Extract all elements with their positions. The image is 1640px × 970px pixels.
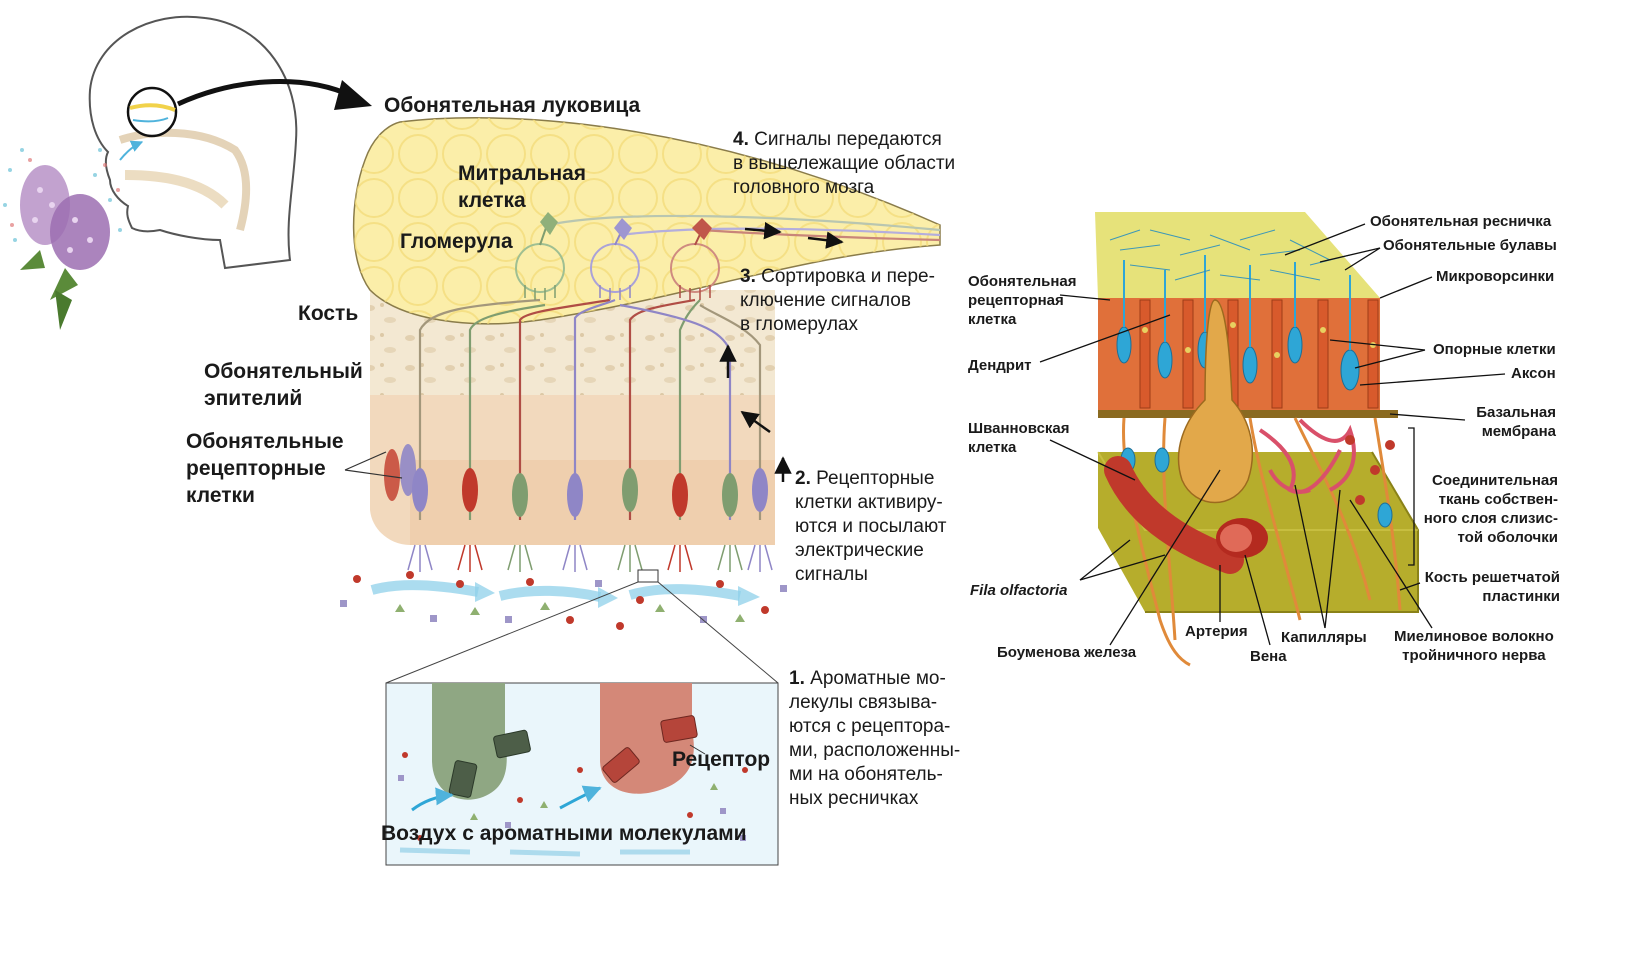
air-molecules-label: Воздух с ароматными молекулами xyxy=(381,822,747,845)
connective-line-4: той оболочки xyxy=(1457,529,1558,546)
step-1-line-4: ми, расположенны- xyxy=(789,740,961,761)
schwann-line-2: клетка xyxy=(968,439,1017,456)
myelin-line-2: тройничного нерва xyxy=(1402,647,1546,664)
step-2-number: 2. xyxy=(795,468,811,489)
axon-label: Аксон xyxy=(1511,365,1556,382)
epithelium-line-1: Обонятельный xyxy=(204,360,363,383)
basal-membrane-label: Базальная мембрана xyxy=(1470,403,1556,441)
step-1-line-6: ных ресничках xyxy=(789,788,919,809)
bowman-gland-label: Боуменова железа xyxy=(997,644,1137,661)
dendrite-label: Дендрит xyxy=(968,357,1032,374)
mitral-cell-line-2: клетка xyxy=(458,189,526,212)
step-4-line-3: головного мозга xyxy=(733,177,875,198)
connective-tissue-label: Соединительная ткань собствен- ного слоя… xyxy=(1410,471,1558,547)
microvilli-label: Микроворсинки xyxy=(1436,268,1555,285)
cribriform-line-2: пластинки xyxy=(1482,588,1560,605)
bulb-title: Обонятельная луковица xyxy=(384,94,641,117)
myelin-line-1: Миелиновое волокно xyxy=(1394,628,1554,645)
cribriform-label: Кость решетчатой пластинки xyxy=(1410,568,1560,606)
connective-line-3: ного слоя слизис- xyxy=(1423,510,1558,527)
receptor-cells-line-1: Обонятельные xyxy=(186,430,344,453)
artery-label: Артерия xyxy=(1185,623,1248,640)
step-3-number: 3. xyxy=(740,266,756,287)
vein-label: Вена xyxy=(1250,648,1287,665)
capillaries-label: Капилляры xyxy=(1281,629,1367,646)
step-2-line-4: электрические xyxy=(795,540,924,561)
step-2-line-2: клетки активиру- xyxy=(795,492,943,513)
step-3-line-3: в гломерулах xyxy=(740,314,858,335)
receptor-cell-line-3: клетка xyxy=(968,311,1017,328)
receptor-cell-label: Обонятельная рецепторная клетка xyxy=(968,272,1077,329)
step-2-line-1: Рецепторные xyxy=(816,468,935,489)
step-3-line-1: Сортировка и пере- xyxy=(761,266,935,287)
myelin-fiber-label: Миелиновое волокно тройничного нерва xyxy=(1394,627,1554,665)
receptor-inset xyxy=(385,569,779,866)
step-1-line-5: ми на обонятель- xyxy=(789,764,943,785)
step-4-text: 4. Сигналы передаются в вышележащие обла… xyxy=(733,128,955,200)
step-1-line-1: Ароматные мо- xyxy=(810,668,946,689)
mitral-cell-label: Митральная клетка xyxy=(458,160,586,214)
mitral-cell-line-1: Митральная xyxy=(458,162,587,185)
epithelium-block xyxy=(1095,212,1419,667)
glomerula-label: Гломерула xyxy=(400,230,513,253)
cilium-label: Обонятельная ресничка xyxy=(1370,213,1552,230)
step-2-text: 2. Рецепторные клетки активиру- ются и п… xyxy=(795,467,946,587)
step-2-line-5: сигналы xyxy=(795,564,868,585)
receptor-cells-line-3: клетки xyxy=(186,484,255,507)
schwann-label: Шванновская клетка xyxy=(968,419,1070,457)
schwann-line-1: Шванновская xyxy=(968,420,1070,437)
receptor-label: Рецептор xyxy=(672,748,771,771)
fila-olfactoria-label: Fila olfactoria xyxy=(970,582,1068,599)
connective-line-1: Соединительная xyxy=(1432,472,1558,489)
step-3-line-2: ключение сигналов xyxy=(740,290,911,311)
step-4-line-2: в вышележащие области xyxy=(733,153,956,174)
receptor-cell-line-1: Обонятельная xyxy=(968,273,1077,290)
step-1-text: 1. Ароматные мо- лекулы связыва- ются с … xyxy=(789,667,960,811)
pointer-arrow xyxy=(176,79,354,107)
step-1-line-3: ются с рецептора- xyxy=(789,716,951,737)
step-4-number: 4. xyxy=(733,129,749,150)
receptor-cell-line-2: рецепторная xyxy=(968,292,1064,309)
right-pointer-lines xyxy=(1039,223,1506,646)
olfactory-schematic xyxy=(340,117,941,630)
receptor-cells-label: Обонятельные рецепторные клетки xyxy=(186,428,344,509)
step-1-number: 1. xyxy=(789,668,805,689)
step-1-line-2: лекулы связыва- xyxy=(789,692,938,713)
connective-line-2: ткань собствен- xyxy=(1438,491,1558,508)
head-illustration xyxy=(88,15,298,270)
bone-label: Кость xyxy=(298,302,359,325)
air-flow xyxy=(340,571,787,630)
clubs-label: Обонятельные булавы xyxy=(1383,237,1557,254)
basal-line-1: Базальная xyxy=(1476,404,1556,421)
step-2-line-3: ются и посылают xyxy=(795,516,947,537)
cribriform-line-1: Кость решетчатой xyxy=(1424,569,1560,586)
step-4-line-1: Сигналы передаются xyxy=(754,129,942,150)
receptor-cells-line-2: рецепторные xyxy=(186,457,326,480)
support-cells-label: Опорные клетки xyxy=(1433,341,1556,358)
epithelium-line-2: эпителий xyxy=(204,387,303,410)
basal-line-2: мембрана xyxy=(1481,423,1556,440)
step-3-text: 3. Сортировка и пере- ключение сигналов … xyxy=(740,265,935,337)
lilac-flower xyxy=(3,148,122,330)
epithelium-label: Обонятельный эпителий xyxy=(204,358,363,412)
